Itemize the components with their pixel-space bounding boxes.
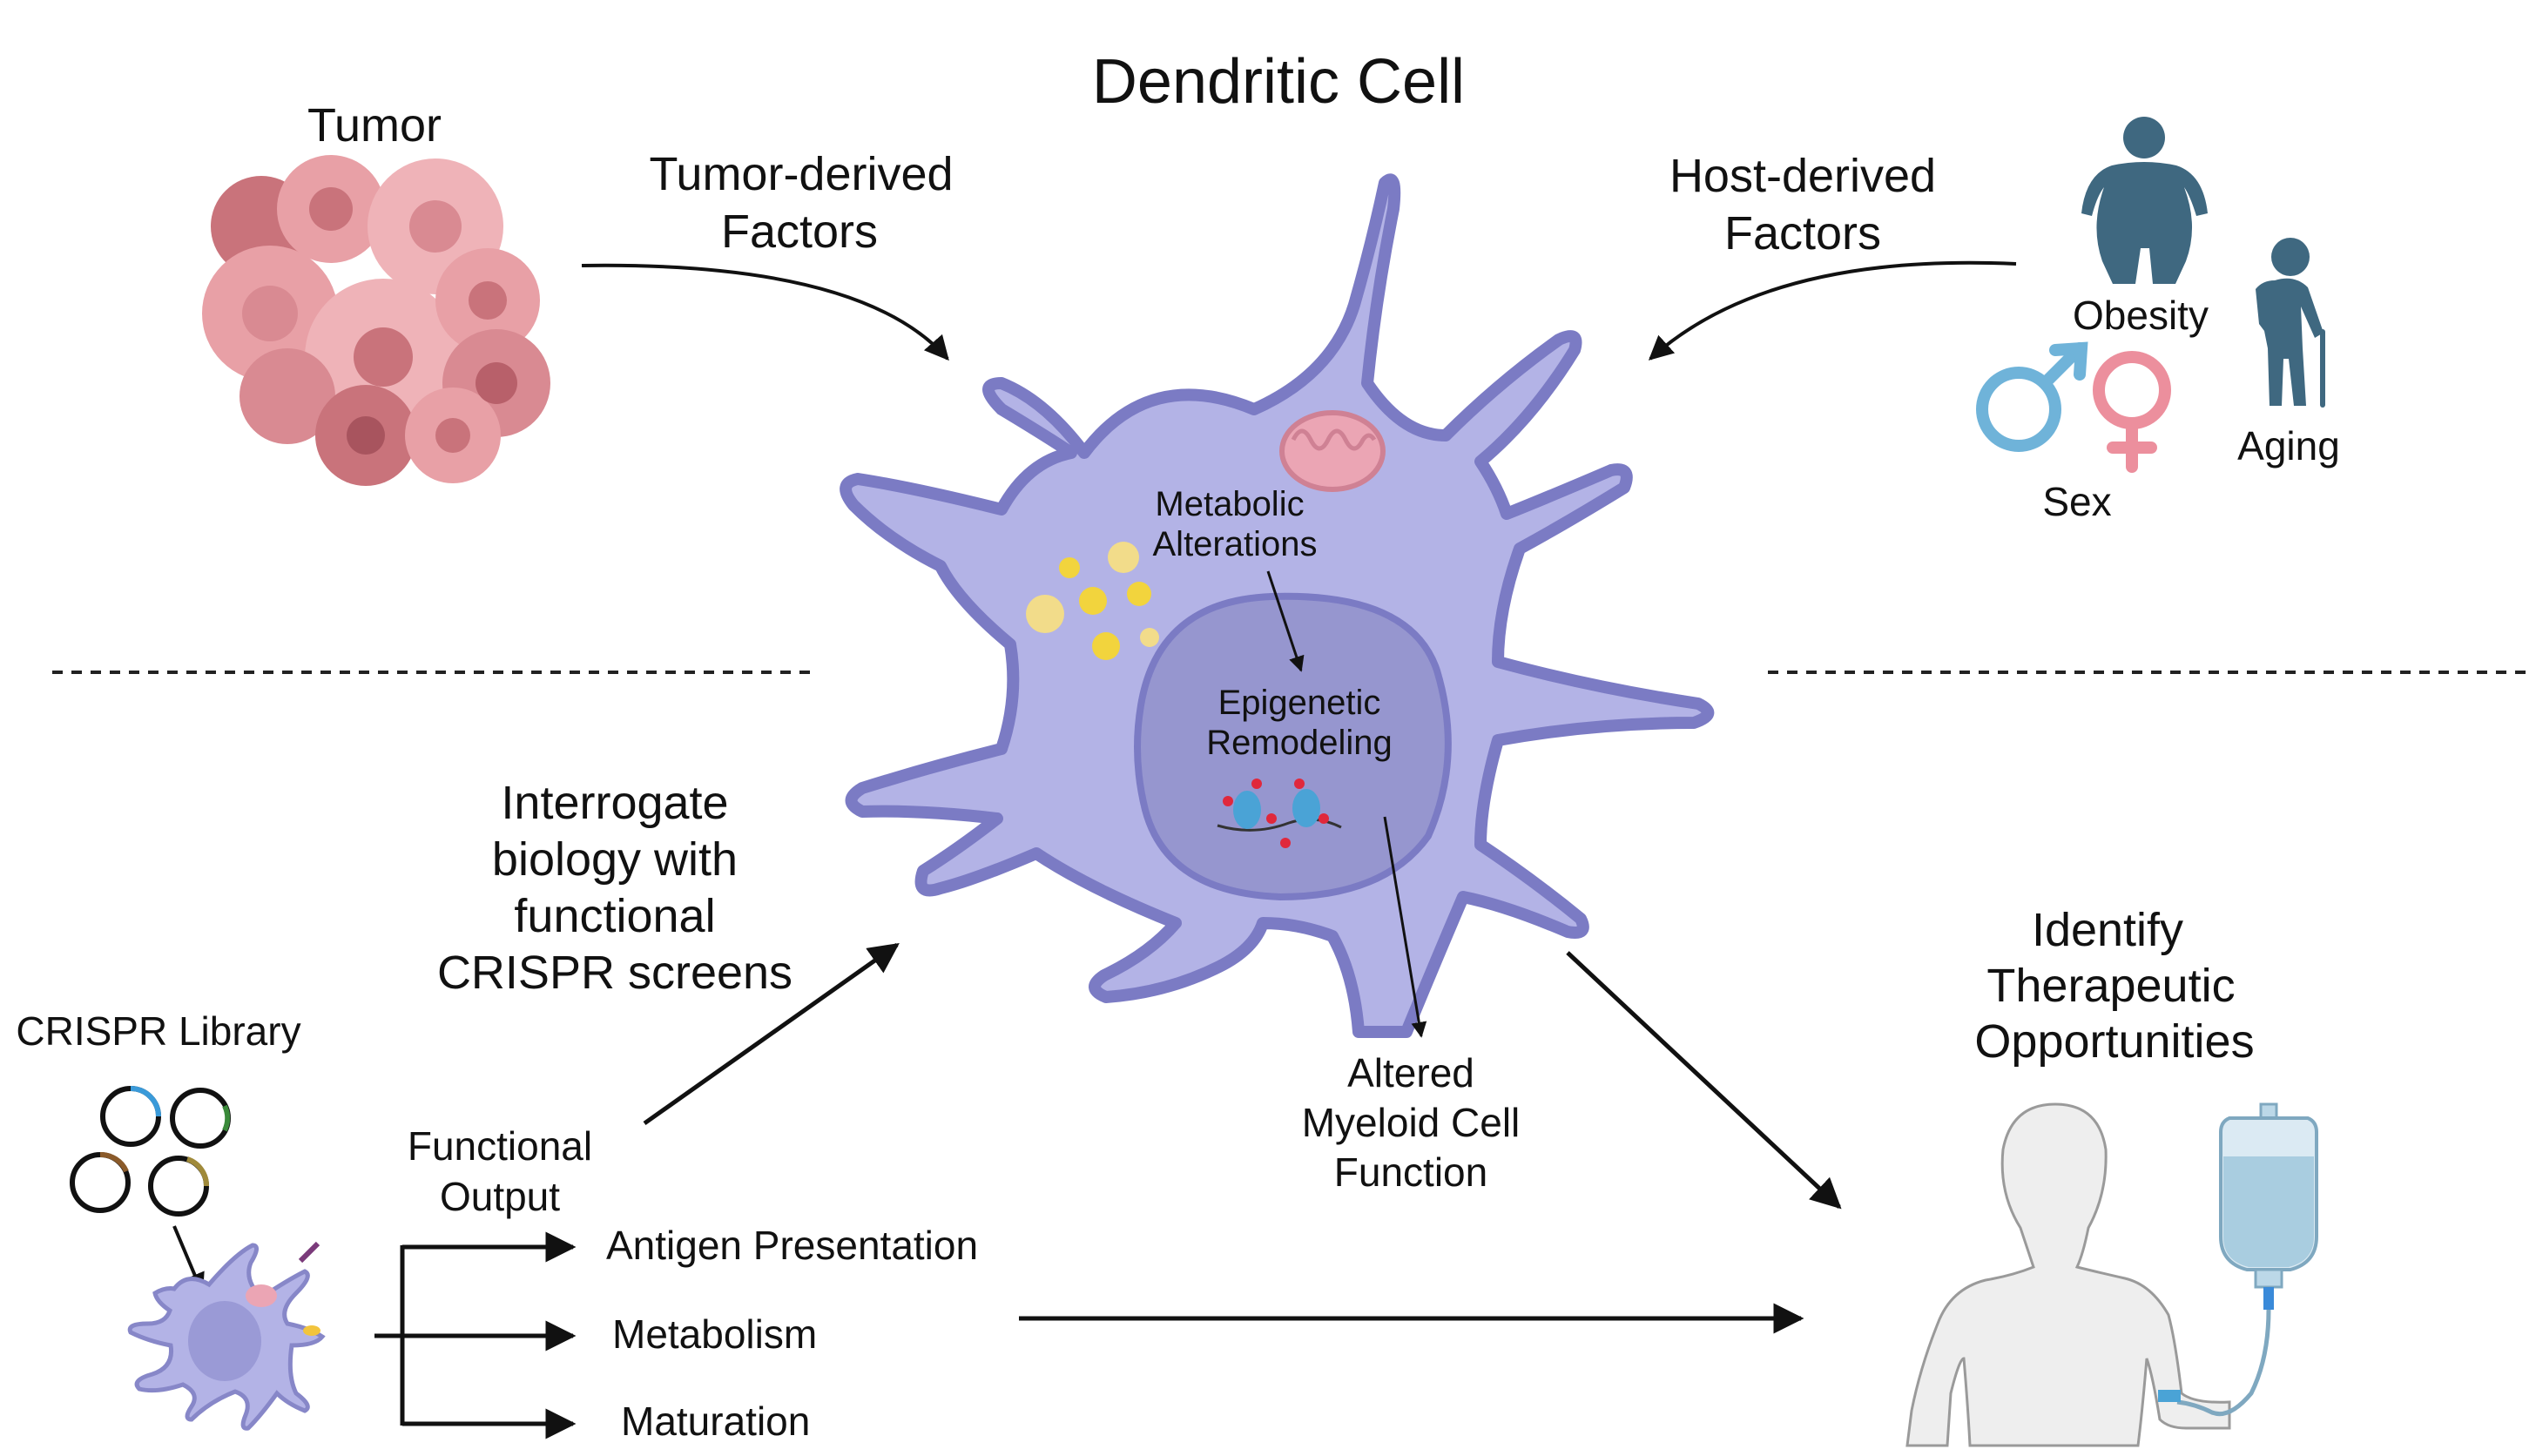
interrogate-line1: Interrogate	[501, 777, 728, 829]
obesity-label: Obesity	[2073, 293, 2209, 338]
dendritic-cell	[840, 173, 1715, 1038]
altered-line1: Altered	[1347, 1050, 1474, 1095]
host-factors-line1: Host-derived	[1669, 150, 1936, 202]
metabolic-line2: Alterations	[1153, 525, 1318, 563]
therapeutic-line1: Identify	[2032, 904, 2183, 956]
tumor-factors-line2: Factors	[721, 206, 878, 258]
chromatin-icon	[1217, 779, 1342, 848]
epigenetic-line1: Epigenetic	[1218, 684, 1381, 722]
interrogate-line2: biology with	[492, 833, 738, 886]
epigenetic-to-altered-arrow	[1383, 816, 1427, 1038]
functional-output-line1: Functional	[408, 1123, 592, 1169]
host-factors-arrow	[1648, 260, 2017, 361]
metabolic-to-epigenetic-arrow	[1266, 570, 1305, 672]
functional-output-line2: Output	[440, 1174, 560, 1219]
tumor-factors-arrow	[581, 263, 949, 361]
crispr-library-label: CRISPR Library	[16, 1008, 300, 1054]
diagram-title: Dendritic Cell	[1092, 47, 1465, 117]
output-bracket	[374, 1231, 577, 1439]
cell-to-therapy-arrow	[1566, 951, 1842, 1210]
therapeutic-line2: Therapeutic	[1986, 960, 2235, 1012]
mitochondria-icon	[1279, 410, 1386, 492]
interrogate-line4: CRISPR screens	[437, 947, 792, 999]
output-maturation: Maturation	[621, 1399, 810, 1444]
plasmid-library-icon	[70, 1086, 231, 1217]
female-symbol-icon	[2093, 351, 2171, 473]
interrogate-line3: functional	[514, 890, 715, 942]
male-symbol-icon	[1976, 341, 2088, 452]
tumor-label: Tumor	[307, 99, 442, 152]
sex-label: Sex	[2042, 479, 2111, 524]
patient-icon	[1905, 1102, 2231, 1447]
aging-label: Aging	[2237, 423, 2340, 468]
tumor-icon	[202, 155, 550, 486]
host-factors-line2: Factors	[1724, 207, 1881, 260]
crispr-to-cell-arrow	[643, 942, 900, 1126]
altered-line3: Function	[1334, 1149, 1487, 1195]
small-dendritic-cell-icon	[127, 1241, 326, 1431]
epigenetic-line2: Remodeling	[1206, 724, 1392, 762]
obesity-icon	[2081, 117, 2208, 284]
nucleus	[1134, 592, 1452, 901]
metabolic-line1: Metabolic	[1155, 485, 1304, 523]
output-metabolism: Metabolism	[612, 1311, 817, 1357]
iv-bag-icon	[2158, 1102, 2318, 1417]
aging-icon	[2256, 238, 2325, 408]
therapeutic-line3: Opportunities	[1974, 1015, 2254, 1068]
output-antigen-presentation: Antigen Presentation	[606, 1223, 978, 1268]
lipid-droplets-icon	[1026, 542, 1159, 660]
altered-line2: Myeloid Cell	[1302, 1100, 1521, 1145]
tumor-factors-line1: Tumor-derived	[649, 148, 953, 200]
